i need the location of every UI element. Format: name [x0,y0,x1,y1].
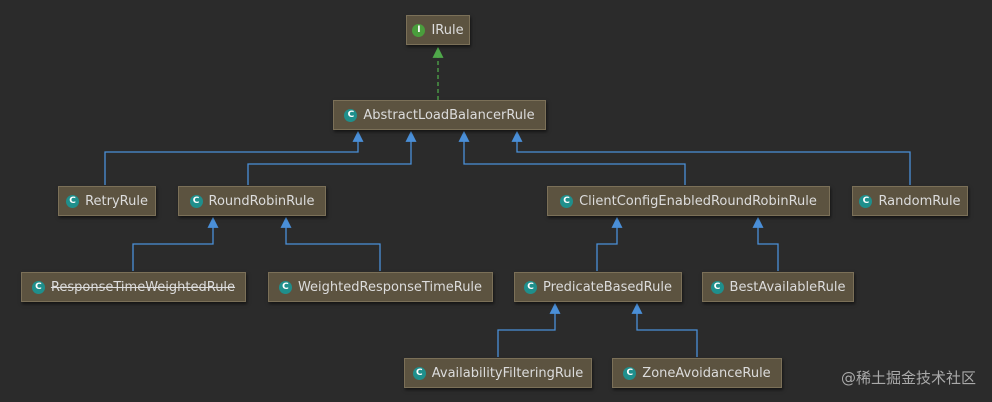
node-response-time-weighted-rule[interactable]: C ResponseTimeWeightedRule [21,272,246,302]
node-abstract-load-balancer-rule[interactable]: C AbstractLoadBalancerRule [333,100,546,130]
class-icon: C [31,280,45,294]
edge-responsetimeweighted-to-roundrobin [132,216,219,271]
node-label: AvailabilityFilteringRule [431,365,584,381]
node-label: ResponseTimeWeightedRule [50,279,236,295]
node-irule[interactable]: I IRule [406,15,470,45]
node-label: BestAvailableRule [729,279,846,295]
node-label: RoundRobinRule [208,193,315,209]
node-availability-filtering-rule[interactable]: C AvailabilityFilteringRule [404,358,592,388]
class-icon: C [412,366,426,380]
edge-random-to-abstract [511,130,911,185]
node-label: ZoneAvoidanceRule [642,365,771,381]
node-best-available-rule[interactable]: C BestAvailableRule [702,272,854,302]
node-label: PredicateBasedRule [543,279,672,295]
class-icon: C [710,280,724,294]
node-retry-rule[interactable]: C RetryRule [58,186,156,216]
node-label: RetryRule [85,193,148,209]
node-label: IRule [431,22,464,38]
abstract-class-icon: C [344,108,358,122]
node-zone-avoidance-rule[interactable]: C ZoneAvoidanceRule [612,358,782,388]
class-icon: C [560,194,574,208]
class-icon: C [66,194,80,208]
edge-weightedresponsetime-to-roundrobin [280,216,381,271]
edge-retry-to-abstract [104,130,364,185]
node-predicate-based-rule[interactable]: C PredicateBasedRule [514,272,682,302]
node-label: AbstractLoadBalancerRule [363,107,535,123]
abstract-class-icon: C [524,280,538,294]
class-icon: C [859,194,873,208]
interface-icon: I [412,23,426,37]
class-icon: C [623,366,637,380]
edge-roundrobin-to-abstract [247,130,417,185]
node-label: WeightedResponseTimeRule [297,279,483,295]
class-icon: C [278,280,292,294]
node-label: RandomRule [878,193,961,209]
node-random-rule[interactable]: C RandomRule [852,186,968,216]
node-client-config-enabled-round-robin-rule[interactable]: C ClientConfigEnabledRoundRobinRule [547,186,830,216]
edge-zoneavoidance-to-predicatebased [631,302,698,357]
node-label: ClientConfigEnabledRoundRobinRule [579,193,817,209]
edge-predicatebased-to-clientconfig [596,216,623,271]
watermark: @稀土掘金技术社区 [840,369,976,387]
edge-availabilityfiltering-to-predicatebased [497,302,561,357]
node-round-robin-rule[interactable]: C RoundRobinRule [178,186,326,216]
edge-bestavailable-to-clientconfig [752,216,779,271]
class-icon: C [189,194,203,208]
node-weighted-response-time-rule[interactable]: C WeightedResponseTimeRule [268,272,493,302]
edge-clientconfig-to-abstract [458,130,686,185]
